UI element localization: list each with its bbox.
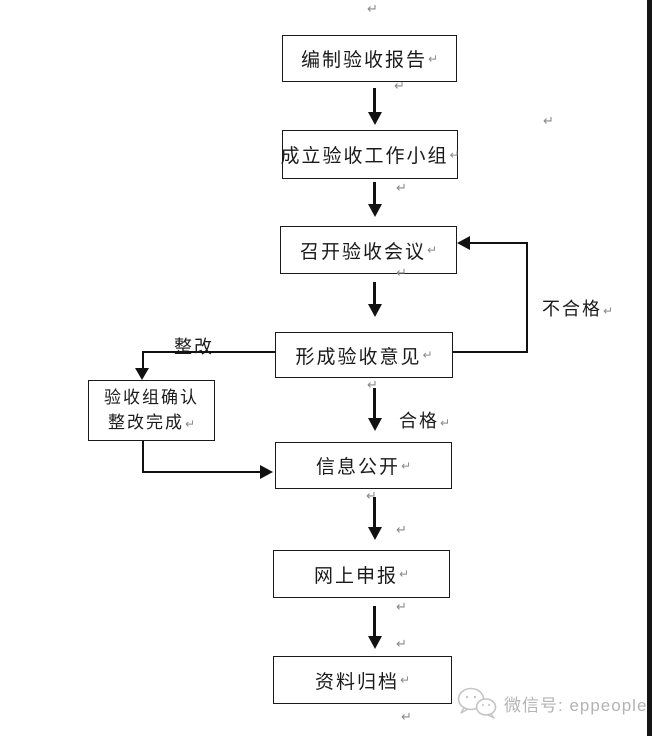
paragraph-mark: ↵ [398,567,410,581]
box-label: 网上申报 [313,565,398,587]
arrow-5-shaft [373,497,376,529]
confirm-out-line-horizontal [142,471,260,473]
arrow-3-shaft [373,282,376,306]
arrow-4-shaft [373,388,376,420]
paragraph-mark: ↵ [440,416,451,430]
rectify-line-horizontal [143,351,275,353]
page-right-edge [647,0,652,736]
wechat-watermark: 微信号: eppeople [456,686,647,720]
paragraph-mark: ↵ [399,673,411,687]
paragraph-mark: ↵ [366,489,377,504]
flow-box-establish-group: 成立验收工作小组↵ [280,130,460,179]
paragraph-mark: ↵ [367,378,378,393]
fail-loop-line-top [470,242,528,244]
flow-box-archive: 资料归档↵ [273,656,452,704]
wechat-id-label: 微信号: eppeople [504,695,648,715]
box-label: 召开验收会议 [299,241,426,263]
rectify-arrowhead-down [135,368,149,380]
paragraph-mark: ↵ [184,416,196,431]
edge-label-fail: 不合格↵ [542,299,614,319]
fail-loop-arrowhead [457,236,470,250]
flow-box-hold-meeting: 召开验收会议↵ [280,226,457,274]
arrow-3-head [368,304,382,317]
box-label-line1: 验收组确认 [104,387,199,407]
edge-label-pass: 合格↵ [399,411,451,431]
paragraph-mark: ↵ [543,114,554,129]
edge-label-rectify: 整改 [174,337,214,357]
rectify-line-down [142,351,144,369]
paragraph-mark: ↵ [396,266,407,281]
paragraph-mark: ↵ [603,304,614,318]
arrow-2-shaft [373,182,376,206]
paragraph-mark: ↵ [396,523,407,538]
box-label: 验收组确认 整改完成↵ [104,386,199,435]
paragraph-mark: ↵ [401,710,412,725]
confirm-out-line-down [142,441,144,472]
confirm-out-arrowhead [260,465,273,479]
flow-box-info-disclosure: 信息公开↵ [275,442,452,489]
paragraph-mark: ↵ [426,243,438,257]
flow-box-compile-report: 编制验收报告↵ [282,35,457,82]
flow-box-online-declaration: 网上申报↵ [273,550,450,598]
paragraph-mark: ↵ [394,79,405,94]
flow-box-form-opinion: 形成验收意见↵ [275,332,453,378]
arrow-1-shaft [373,88,376,114]
paragraph-mark: ↵ [427,51,439,66]
arrow-6-head [368,636,382,649]
box-label: 资料归档 [314,671,399,693]
arrow-5-head [368,527,382,540]
flow-box-confirm-rectification: 验收组确认 整改完成↵ [88,380,215,441]
fail-loop-line-bottom [453,351,528,353]
box-label-line2: 整改完成↵ [107,412,196,432]
box-label: 成立验收工作小组 [280,146,449,167]
arrow-2-head [368,204,382,217]
arrow-1-head [368,112,382,125]
fail-loop-line-vertical [526,242,528,353]
paragraph-mark: ↵ [396,181,407,196]
arrow-6-shaft [373,606,376,638]
paragraph-mark: ↵ [400,458,412,473]
box-label: 形成验收意见 [295,346,422,368]
paragraph-mark: ↵ [422,348,433,362]
wechat-icon [457,687,497,719]
box-label: 信息公开 [315,457,400,478]
paragraph-mark: ↵ [396,637,407,652]
paragraph-mark: ↵ [449,147,460,162]
box-label: 编制验收报告 [300,50,427,71]
paragraph-mark: ↵ [396,600,407,615]
arrow-4-head [368,418,382,431]
paragraph-mark: ↵ [367,2,378,17]
